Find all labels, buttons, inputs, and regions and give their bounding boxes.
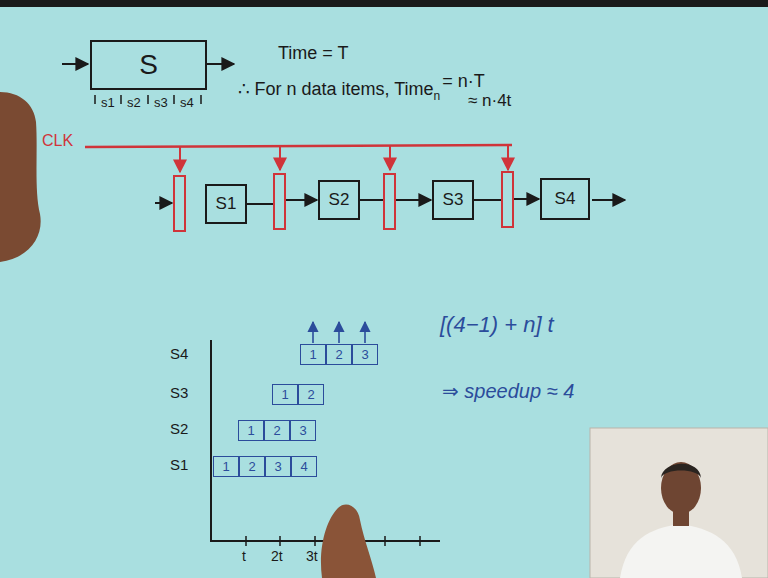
axis-label: S3 <box>170 385 188 402</box>
time-slot-cell: 3 <box>352 344 378 365</box>
data-flow-arrow <box>474 199 539 200</box>
presenter-hand <box>0 92 41 262</box>
note: ≈ n·4t <box>468 92 511 111</box>
time-slot-cell: 2 <box>298 384 324 405</box>
item-number: 4 <box>300 459 307 474</box>
axis-tick: 3t <box>306 549 318 564</box>
stage-box: S1 <box>205 184 247 224</box>
frame-edge <box>0 0 768 7</box>
stage-part: s4 <box>180 96 194 110</box>
stage-name: S2 <box>329 190 350 210</box>
pipeline-output <box>592 199 625 201</box>
stage-name: S4 <box>555 189 576 209</box>
stage-part: s3 <box>154 96 168 110</box>
stage-name: S3 <box>443 190 464 210</box>
clock-line <box>85 145 512 147</box>
presenter-video <box>590 428 768 578</box>
output-arrow <box>207 63 234 65</box>
item-number: 3 <box>361 347 368 362</box>
item-number: 1 <box>247 423 254 438</box>
item-number: 2 <box>248 459 255 474</box>
time-slot-cell: 1 <box>238 420 264 441</box>
item-number: 1 <box>222 459 229 474</box>
presenter-finger <box>321 504 376 578</box>
time-slot-cell: 2 <box>326 344 352 365</box>
system-box: S <box>90 40 207 90</box>
time-axes <box>211 340 440 541</box>
item-number: 1 <box>309 347 316 362</box>
stage-box: S2 <box>318 180 360 220</box>
item-number: 2 <box>307 387 314 402</box>
clock-taps <box>180 145 508 172</box>
stage-box: S4 <box>540 178 590 220</box>
output-arrows <box>313 322 365 343</box>
input-arrow <box>62 63 88 65</box>
data-flow-arrow <box>247 200 317 204</box>
latch-registers <box>174 172 513 231</box>
note: Time = T <box>278 44 349 64</box>
note-line: ∴ For n data items, Timen= n·T <box>238 72 485 103</box>
axis-label: S2 <box>170 421 188 438</box>
data-flow-arrow <box>360 199 431 201</box>
stage-box: S3 <box>432 180 474 220</box>
note: = n·T <box>442 71 485 91</box>
axis-tick: 2t <box>271 549 283 564</box>
item-number: 3 <box>274 459 281 474</box>
time-slot-cell: 1 <box>300 344 326 365</box>
time-slot-cell: 1 <box>272 384 298 405</box>
signal-name: CLK <box>42 132 73 150</box>
stage-name: S <box>139 49 158 81</box>
time-slot-cell: 2 <box>264 420 290 441</box>
time-ticks <box>246 536 420 546</box>
item-number: 2 <box>273 423 280 438</box>
time-slot-cell: 1 <box>213 456 239 477</box>
note: ∴ For n data items, Time <box>238 79 434 99</box>
time-slot-cell: 3 <box>265 456 291 477</box>
subscript: n <box>434 89 441 103</box>
axis-label: S4 <box>170 346 188 363</box>
formula: [(4−1) + n] t <box>440 313 554 337</box>
time-slot-cell: 4 <box>291 456 317 477</box>
item-number: 2 <box>335 347 342 362</box>
item-number: 1 <box>281 387 288 402</box>
pipeline-input <box>155 202 172 204</box>
stage-part: s1 <box>101 96 115 110</box>
stage-part: s2 <box>127 96 141 110</box>
time-slot-cell: 3 <box>290 420 316 441</box>
item-number: 3 <box>299 423 306 438</box>
axis-label: S1 <box>170 457 188 474</box>
time-slot-cell: 2 <box>239 456 265 477</box>
stage-name: S1 <box>216 194 237 214</box>
axis-tick: t <box>242 549 246 564</box>
formula: ⇒ speedup ≈ 4 <box>442 380 574 402</box>
